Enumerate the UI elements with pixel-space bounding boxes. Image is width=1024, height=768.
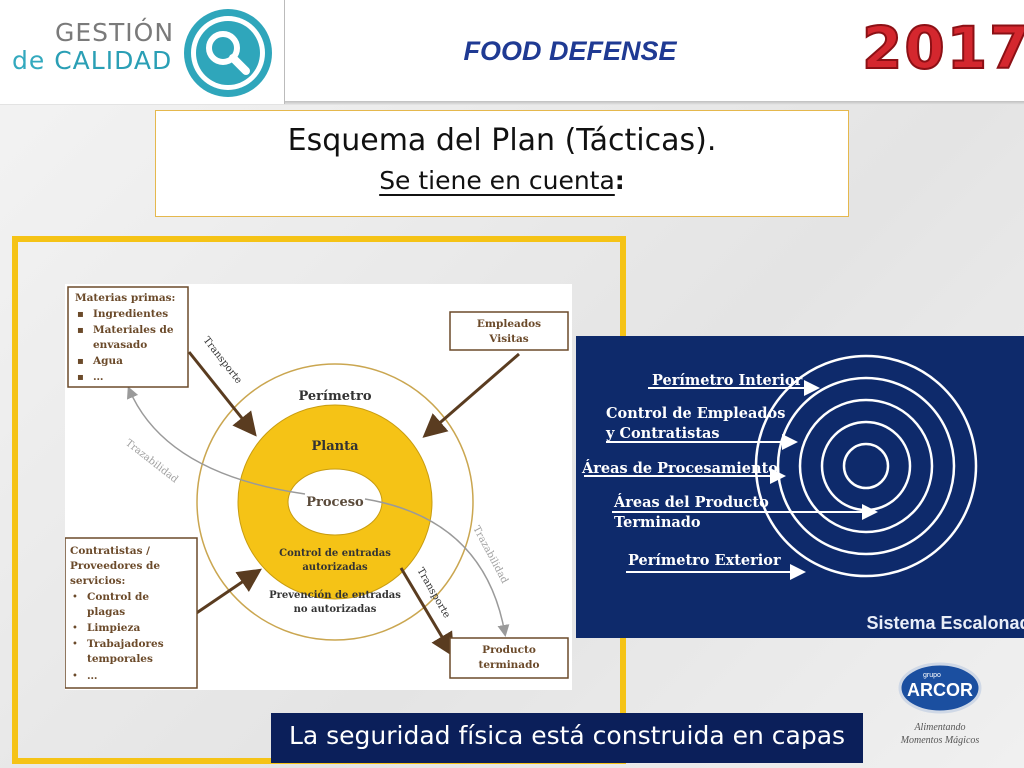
svg-text:Ingredientes: Ingredientes — [93, 308, 168, 320]
label-employee-control-1: Control de Empleados — [606, 405, 785, 422]
gestion-calidad-logo: GESTIÓN de CALIDAD — [0, 0, 285, 104]
svg-text:Proveedores de: Proveedores de — [70, 560, 160, 572]
prevention-label-1: Prevención de entradas — [269, 590, 401, 601]
contractors-arrow — [194, 568, 262, 616]
magnifier-icon — [184, 9, 272, 97]
bottom-banner: La seguridad física está construida en c… — [271, 713, 863, 763]
svg-text:Empleados: Empleados — [477, 318, 541, 330]
svg-text:grupo: grupo — [923, 672, 941, 679]
svg-text:terminado: terminado — [479, 659, 540, 671]
svg-text:Agua: Agua — [92, 355, 123, 367]
svg-text:•: • — [72, 623, 78, 634]
svg-text:Momentos Mágicos: Momentos Mágicos — [900, 735, 980, 746]
header-title: FOOD DEFENSE — [463, 36, 677, 66]
contractors-box: Contratistas / Proveedores de servicios:… — [64, 537, 198, 689]
prevention-label-2: no autorizadas — [294, 604, 377, 615]
arcor-logo: grupo ARCOR Alimentando Momentos Mágicos — [888, 660, 993, 750]
svg-text:•: • — [72, 592, 78, 603]
svg-text:Trabajadores: Trabajadores — [87, 638, 164, 650]
finished-product-box: Producto terminado — [449, 637, 569, 679]
control-label-1: Control de entradas — [279, 548, 391, 559]
slide-subtitle: Se tiene en cuenta: — [379, 166, 625, 195]
control-label-2: autorizadas — [302, 562, 368, 573]
svg-text:…: … — [87, 670, 98, 682]
raw-materials-box: Materias primas: ▪ Ingredientes ▪ Materi… — [67, 286, 189, 388]
transport-arrow-out — [399, 567, 455, 658]
slide-title: Esquema del Plan (Tácticas). — [287, 123, 717, 158]
svg-text:Alimentando: Alimentando — [913, 722, 965, 733]
employees-box: Empleados Visitas — [449, 311, 569, 351]
svg-text:servicios:: servicios: — [70, 575, 125, 587]
traceability-label-right: Trazabilidad — [470, 524, 510, 586]
transport-arrow-in — [187, 351, 257, 437]
concentric-rings — [754, 354, 978, 578]
svg-text:Materiales de: Materiales de — [93, 324, 174, 336]
title-box: Esquema del Plan (Tácticas). Se tiene en… — [155, 110, 849, 217]
perimeter-label: Perímetro — [298, 389, 371, 404]
traceability-arrow-right — [364, 498, 510, 637]
employees-arrow — [422, 352, 520, 438]
label-outer-perimeter: Perímetro Exterior — [628, 552, 781, 569]
banner-text: La seguridad física está construida en c… — [288, 721, 846, 750]
svg-text:ARCOR: ARCOR — [907, 680, 973, 700]
transport-label-in: Transporte — [201, 335, 244, 386]
svg-text:Control de: Control de — [87, 591, 149, 603]
layered-system-panel: Perímetro Interior Control de Empleados … — [576, 336, 1024, 638]
label-finished-areas-2: Terminado — [614, 514, 701, 531]
logo-line-2: de CALIDAD — [12, 46, 173, 75]
svg-text:envasado: envasado — [93, 339, 147, 351]
svg-text:▪: ▪ — [77, 325, 84, 336]
svg-text:…: … — [93, 371, 104, 383]
label-processing-areas: Áreas de Procesamiento — [581, 459, 778, 477]
svg-text:Limpieza: Limpieza — [87, 622, 140, 634]
header-divider — [0, 101, 1024, 105]
svg-text:▪: ▪ — [77, 372, 84, 383]
layered-system-caption: Sistema Escalonado — [866, 613, 1024, 633]
svg-text:▪: ▪ — [77, 309, 84, 320]
process-label: Proceso — [306, 495, 364, 510]
svg-text:•: • — [72, 671, 78, 682]
svg-text:Producto: Producto — [482, 644, 536, 656]
label-employee-control-2: y Contratistas — [605, 425, 720, 442]
svg-text:Visitas: Visitas — [488, 333, 529, 345]
layer-arrows — [584, 380, 878, 580]
traceability-arrow-left — [126, 386, 306, 495]
label-finished-areas-1: Áreas del Producto — [613, 493, 769, 511]
label-inner-perimeter: Perímetro Interior — [652, 372, 803, 389]
plan-diagram: Perímetro Planta Proceso Control de entr… — [64, 284, 572, 690]
svg-text:temporales: temporales — [87, 653, 153, 665]
logo-line-1: GESTIÓN — [55, 18, 175, 47]
year-label: 2017 — [861, 13, 1024, 83]
plant-label: Planta — [311, 439, 359, 454]
svg-text:•: • — [72, 639, 78, 650]
svg-text:plagas: plagas — [87, 606, 125, 618]
svg-text:Contratistas /: Contratistas / — [70, 545, 150, 557]
svg-text:▪: ▪ — [77, 356, 84, 367]
svg-text:Materias primas:: Materias primas: — [75, 292, 175, 304]
